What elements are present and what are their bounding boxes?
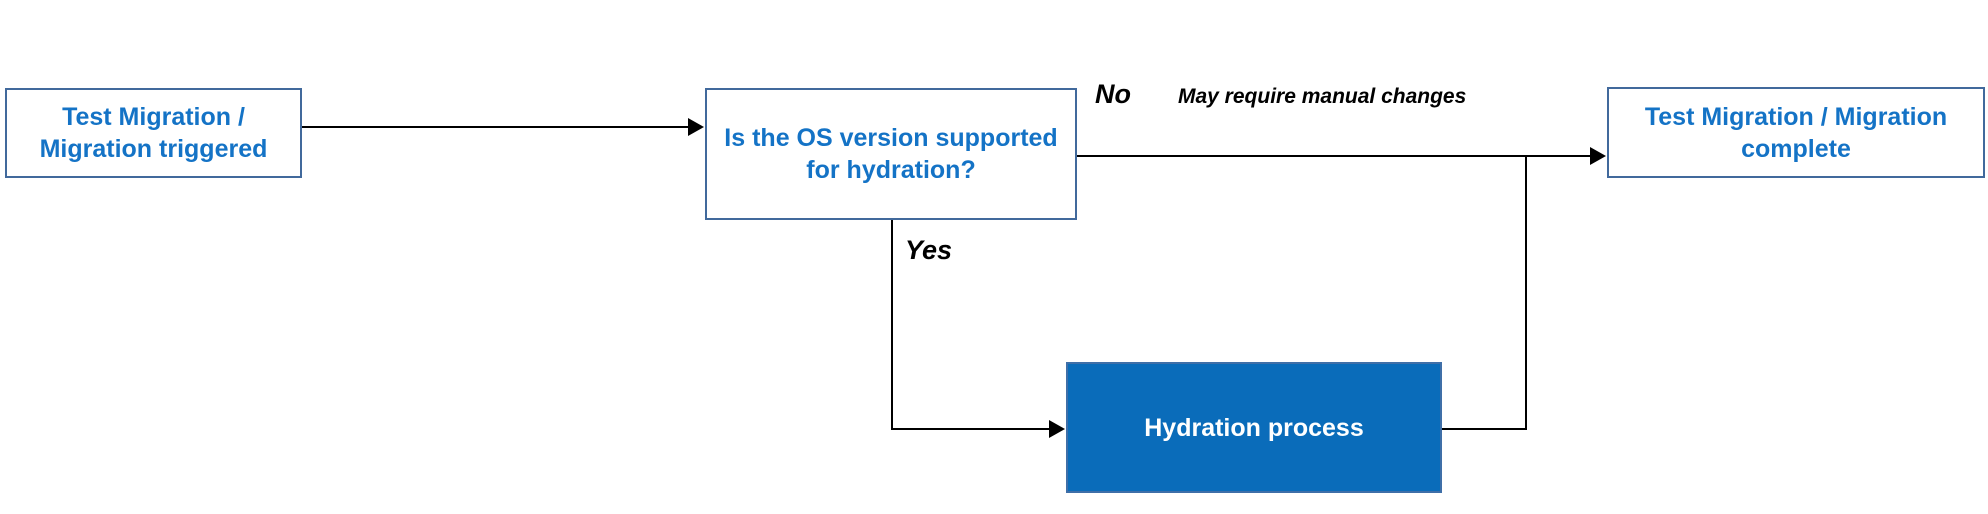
- arrowhead-into-hydration: [1049, 420, 1065, 438]
- node-label: Hydration process: [1144, 413, 1364, 442]
- edge-start-to-decision: [302, 126, 688, 128]
- edge-label-no: No: [1095, 79, 1131, 109]
- node-label: Test Migration / Migration triggered: [39, 103, 268, 163]
- node-test-migration-complete[interactable]: Test Migration / Migration complete: [1607, 87, 1985, 178]
- edge-yes-vertical: [891, 220, 893, 430]
- node-label: Is the OS version supported for hydratio…: [724, 124, 1058, 184]
- edge-hydration-return-horizontal: [1442, 428, 1527, 430]
- node-test-migration-triggered[interactable]: Test Migration / Migration triggered: [5, 88, 302, 178]
- edge-yes-horizontal: [891, 428, 1049, 430]
- arrowhead-into-complete: [1590, 147, 1606, 165]
- node-hydration-process[interactable]: Hydration process: [1066, 362, 1442, 493]
- edge-hydration-return-vertical: [1525, 155, 1527, 430]
- edge-label-yes: Yes: [905, 235, 953, 265]
- edge-label-manual-changes-note: May require manual changes: [1178, 85, 1467, 108]
- node-os-version-supported-decision[interactable]: Is the OS version supported for hydratio…: [705, 88, 1077, 220]
- arrowhead-into-decision: [688, 118, 704, 136]
- edge-no-to-complete: [1077, 155, 1590, 157]
- node-label: Test Migration / Migration complete: [1644, 102, 1948, 163]
